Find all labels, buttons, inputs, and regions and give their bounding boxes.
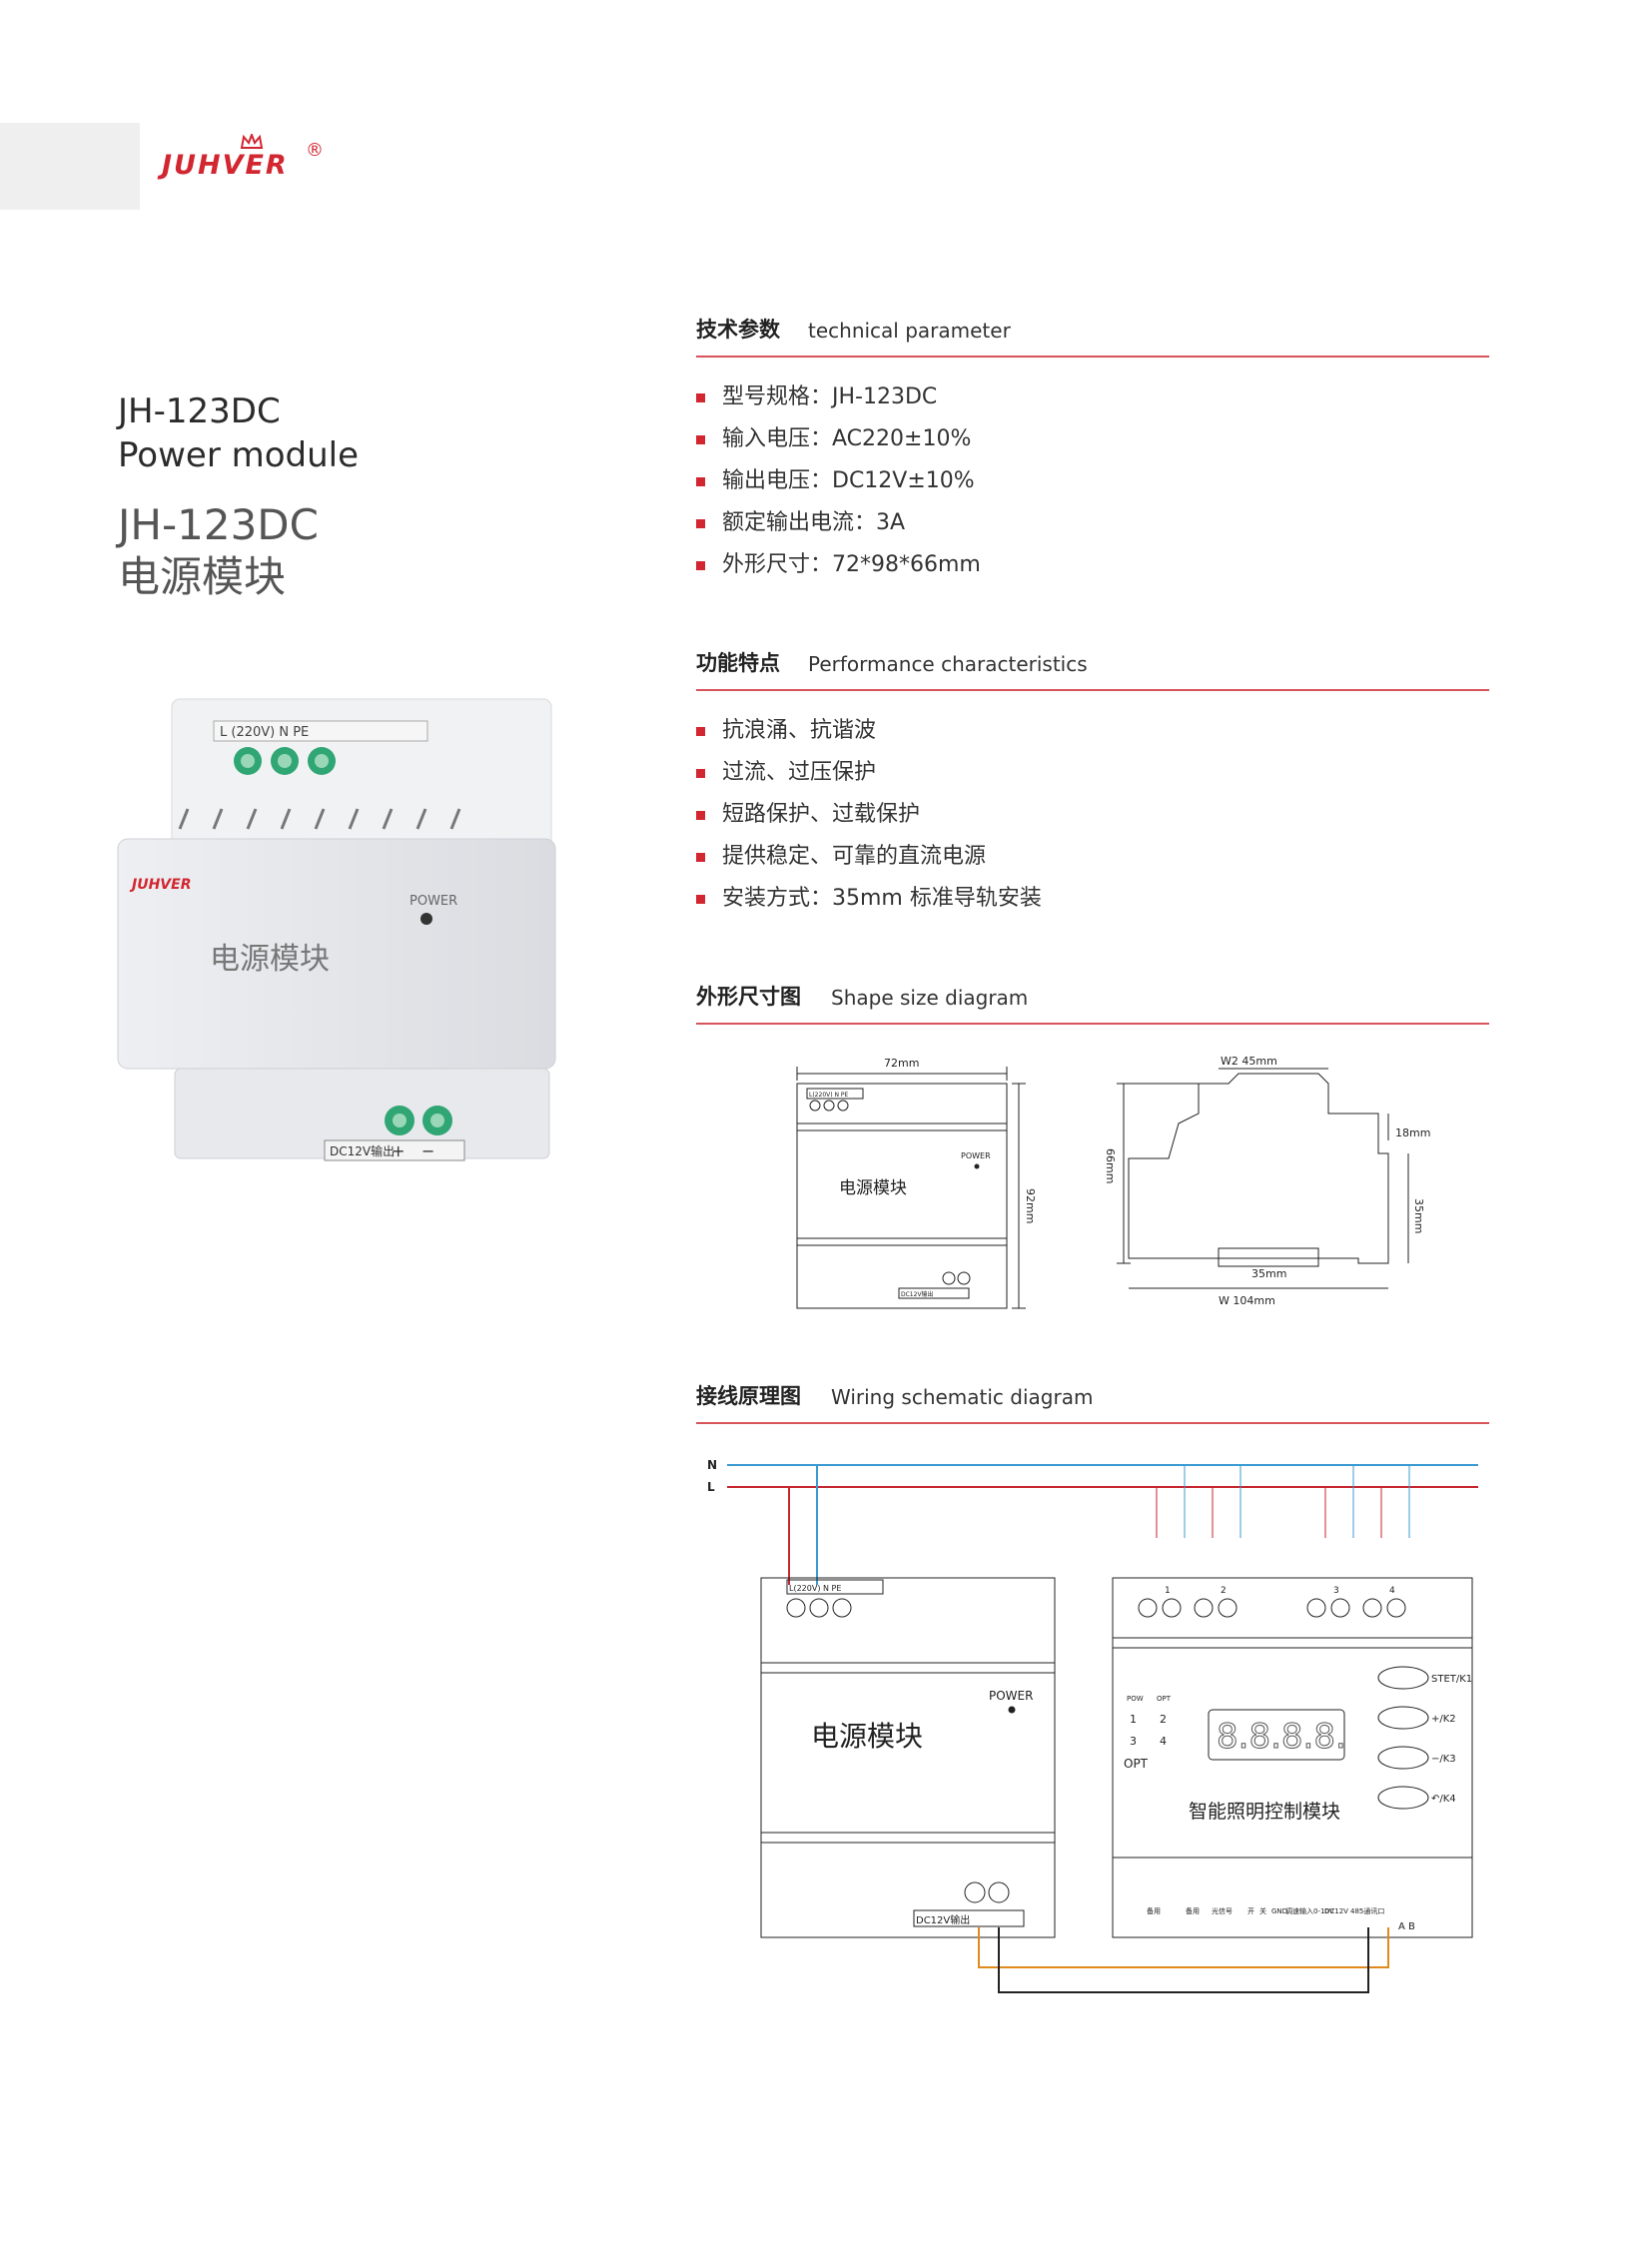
svg-text:关: 关 (1259, 1906, 1266, 1915)
section-title-en: Wiring schematic diagram (831, 1385, 1094, 1409)
photo-name: 电源模块 (210, 942, 330, 977)
corner-decor-block (0, 123, 140, 210)
wiring-diagram: N L L(220V) N PE POWER 电源模块 DC12V输出 1 2 3… (707, 1458, 1478, 1993)
seven-seg-display: 8.8.8.8. (1217, 1717, 1346, 1757)
list-item: 外形尺寸：72*98*66mm (696, 544, 981, 586)
section-tech-params: 技术参数 technical parameter (696, 296, 1489, 358)
list-item: 安装方式：35mm 标准导轨安装 (696, 878, 1042, 920)
svg-text:POWER: POWER (989, 1689, 1033, 1703)
svg-text:光信号: 光信号 (1212, 1906, 1233, 1915)
photo-minus: − (421, 1141, 434, 1160)
list-item: 短路保护、过载保护 (696, 794, 1042, 836)
section-performance: 功能特点 Performance characteristics (696, 629, 1489, 691)
svg-text:2: 2 (1160, 1713, 1167, 1726)
section-wiring: 接线原理图 Wiring schematic diagram (696, 1362, 1489, 1424)
svg-text:4: 4 (1160, 1735, 1167, 1748)
model-cn: JH-123DC (118, 500, 319, 549)
svg-text:OPT: OPT (1157, 1695, 1172, 1703)
name-cn: 电源模块 (118, 552, 287, 601)
registered-mark: ® (306, 140, 326, 161)
svg-text:485通讯口: 485通讯口 (1350, 1906, 1384, 1915)
list-item: 过流、过压保护 (696, 752, 1042, 794)
list-item: 额定输出电流：3A (696, 502, 981, 544)
section-title-en: Shape size diagram (831, 986, 1029, 1010)
name-en: Power module (118, 435, 360, 475)
dim-92: 92mm (1024, 1188, 1037, 1223)
svg-text:L(220V) N PE: L(220V) N PE (789, 1584, 841, 1593)
svg-text:+/K2: +/K2 (1431, 1714, 1456, 1725)
svg-text:OPT: OPT (1124, 1757, 1149, 1771)
svg-text:3: 3 (1130, 1735, 1137, 1748)
photo-terminal-bottom: DC12V输出 (330, 1143, 395, 1158)
photo-power-label: POWER (410, 894, 457, 909)
svg-text:↶/K4: ↶/K4 (1431, 1794, 1456, 1805)
photo-terminal-top: L (220V) N PE (220, 725, 309, 740)
list-item: 输出电压：DC12V±10% (696, 460, 981, 502)
dim-18: 18mm (1395, 1126, 1430, 1139)
svg-text:L(220V) N PE: L(220V) N PE (809, 1092, 849, 1099)
svg-text:4: 4 (1389, 1586, 1395, 1596)
section-shape: 外形尺寸图 Shape size diagram (696, 963, 1489, 1025)
photo-output-screws (385, 1106, 452, 1135)
svg-text:备用: 备用 (1186, 1906, 1200, 1915)
controller-name: 智能照明控制模块 (1189, 1801, 1340, 1823)
dim-72: 72mm (884, 1057, 919, 1070)
crown-icon (240, 134, 264, 149)
svg-text:3: 3 (1333, 1586, 1339, 1596)
photo-terminal-screws (234, 747, 336, 775)
svg-text:DC12V: DC12V (1324, 1907, 1348, 1915)
svg-text:开: 开 (1247, 1907, 1254, 1915)
section-title-en: Performance characteristics (808, 652, 1088, 676)
product-photo: L (220V) N PE JUHVER POWER 电源模块 DC12V输出 … (117, 698, 556, 1161)
list-item: 型号规格：JH-123DC (696, 376, 981, 418)
line-n-label: N (707, 1458, 717, 1472)
section-title-cn: 功能特点 (696, 651, 780, 675)
list-item: 抗浪涌、抗谐波 (696, 710, 1042, 752)
svg-text:2: 2 (1221, 1586, 1227, 1596)
svg-text:−/K3: −/K3 (1431, 1754, 1456, 1765)
photo-power-led (420, 913, 432, 925)
dim-104: W 104mm (1219, 1294, 1275, 1307)
svg-text:STET/K1: STET/K1 (1431, 1674, 1472, 1685)
model-en: JH-123DC (118, 391, 281, 431)
dim-35v: 35mm (1412, 1198, 1425, 1233)
svg-text:POW: POW (1127, 1695, 1144, 1703)
svg-text:1: 1 (1130, 1713, 1137, 1726)
section-title-cn: 技术参数 (696, 318, 780, 342)
plus-wire (978, 1927, 1389, 1968)
logo-text: JUHVER (162, 150, 289, 181)
list-item: 输入电压：AC220±10% (696, 418, 981, 460)
svg-text:GND: GND (1271, 1907, 1287, 1915)
dim-66: 66mm (1104, 1148, 1117, 1183)
shape-diagram: 72mm L(220V) N PE POWER 电源模块 DC12V输出 92m… (796, 1055, 1430, 1309)
photo-brand: JUHVER (129, 877, 191, 893)
section-title-cn: 外形尺寸图 (696, 985, 801, 1009)
product-title-en: JH-123DC Power module (118, 389, 359, 477)
tech-params-list: 型号规格：JH-123DC 输入电压：AC220±10% 输出电压：DC12V±… (696, 376, 981, 586)
svg-text:POWER: POWER (961, 1151, 991, 1160)
svg-text:备用: 备用 (1147, 1906, 1161, 1915)
photo-plus: + (392, 1141, 405, 1160)
line-l-label: L (707, 1480, 715, 1494)
section-title-cn: 接线原理图 (696, 1384, 801, 1408)
svg-text:1: 1 (1165, 1586, 1171, 1596)
section-title-en: technical parameter (808, 319, 1011, 343)
shape-name: 电源模块 (839, 1178, 907, 1198)
minus-wire (998, 1927, 1369, 1993)
dim-35-rail: 35mm (1251, 1267, 1286, 1280)
features-list: 抗浪涌、抗谐波 过流、过压保护 短路保护、过载保护 提供稳定、可靠的直流电源 安… (696, 710, 1042, 920)
dim-w2: W2 45mm (1221, 1055, 1277, 1068)
svg-text:DC12V输出: DC12V输出 (901, 1290, 934, 1298)
list-item: 提供稳定、可靠的直流电源 (696, 836, 1042, 878)
svg-text:DC12V输出: DC12V输出 (916, 1913, 970, 1926)
svg-text:A B: A B (1398, 1921, 1415, 1932)
brand-logo: JUHVER ® (162, 134, 324, 181)
product-title-cn: JH-123DC 电源模块 (118, 499, 319, 603)
svg-text:调速输入0-10V: 调速输入0-10V (1285, 1906, 1334, 1915)
psu-name: 电源模块 (811, 1720, 923, 1753)
